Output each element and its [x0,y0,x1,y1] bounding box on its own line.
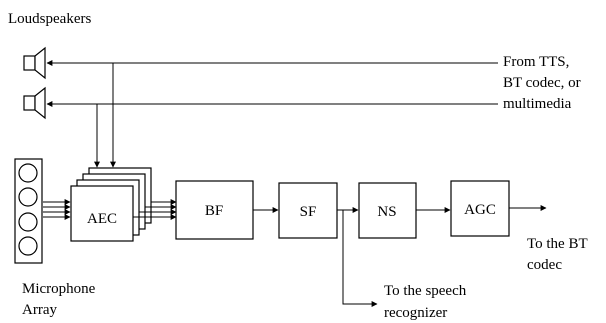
source-label-line2: BT codec, or [503,75,581,91]
speech-label-line1: To the speech [384,283,467,299]
aec-label: AEC [87,211,117,227]
loudspeaker-bottom-icon [23,86,46,120]
source-label-line3: multimedia [503,96,572,112]
speech-label-line2: recognizer [384,305,447,321]
bt-label-line1: To the BT [527,236,588,252]
microphone-label-line1: Microphone [22,281,96,297]
agc-label: AGC [464,202,496,218]
mic-to-aec-arrows [43,199,71,220]
sf-block [278,182,338,239]
ns-label: NS [377,204,396,220]
bf-block [175,180,254,240]
source-label-line1: From TTS, [503,54,569,70]
loudspeaker-top-icon [23,46,46,80]
aec-block-stack [70,167,152,242]
bf-label: BF [205,203,223,219]
microphone-array-icon [14,158,43,264]
agc-block [450,180,510,237]
ns-block [358,182,417,239]
speech-recognizer-branch-arrow [342,210,378,307]
sf-label: SF [300,204,317,220]
loudspeakers-label: Loudspeakers [8,11,91,27]
microphone-label-line2: Array [22,302,57,318]
aec-to-bf-arrows [133,199,177,220]
bt-label-line2: codec [527,257,562,273]
